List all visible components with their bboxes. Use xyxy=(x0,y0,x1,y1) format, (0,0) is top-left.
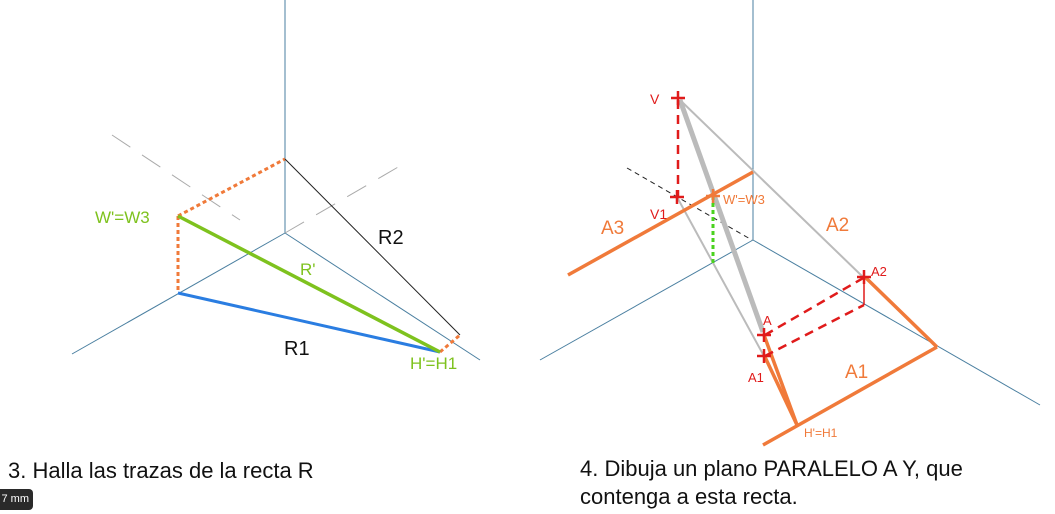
diagram-3: W'=W3 R2 R' R1 H'=H1 xyxy=(71,0,481,373)
label-v: V xyxy=(650,91,660,107)
label-a1-point: A1 xyxy=(748,370,764,385)
dashed-axis xyxy=(626,167,753,241)
line-r-prime xyxy=(177,214,441,354)
dashed-axis xyxy=(284,162,406,234)
label-w: W'=W3 xyxy=(95,208,150,227)
label-a3: A3 xyxy=(601,218,624,239)
w-marker xyxy=(706,189,720,203)
label-a2: A2 xyxy=(826,215,849,236)
label-a: A xyxy=(763,313,772,328)
label-r2: R2 xyxy=(378,227,404,249)
plane-traces xyxy=(567,170,939,447)
line-r2 xyxy=(284,158,461,336)
caption-exercise-4-line1: 4. Dibuja un plano PARALELO A Y, que xyxy=(580,456,963,481)
caption-exercise-3: 3. Halla las trazas de la recta R xyxy=(8,458,314,483)
measurement-tooltip: 7 mm xyxy=(0,489,33,510)
label-r-prime: R' xyxy=(300,260,316,279)
label-a2-point: A2 xyxy=(871,264,887,279)
projection-lines xyxy=(176,157,461,354)
axes xyxy=(539,0,1041,406)
diagram-4: V V1 W'=W3 A3 A2 A2 A A1 A1 H'=H1 xyxy=(539,0,1041,447)
label-r1: R1 xyxy=(284,338,310,360)
label-v1: V1 xyxy=(650,206,667,222)
axes xyxy=(71,0,481,361)
line-r1 xyxy=(177,291,441,354)
red-dashed-lines xyxy=(676,100,866,358)
construction-lines xyxy=(676,99,864,359)
label-a1: A1 xyxy=(845,362,868,383)
caption-exercise-4-line2: contenga a esta recta. xyxy=(580,484,798,509)
dashed-axis xyxy=(111,134,241,221)
label-h: H'=H1 xyxy=(804,426,838,440)
label-h: H'=H1 xyxy=(410,354,457,373)
point-markers xyxy=(670,91,871,363)
label-w: W'=W3 xyxy=(723,192,765,207)
